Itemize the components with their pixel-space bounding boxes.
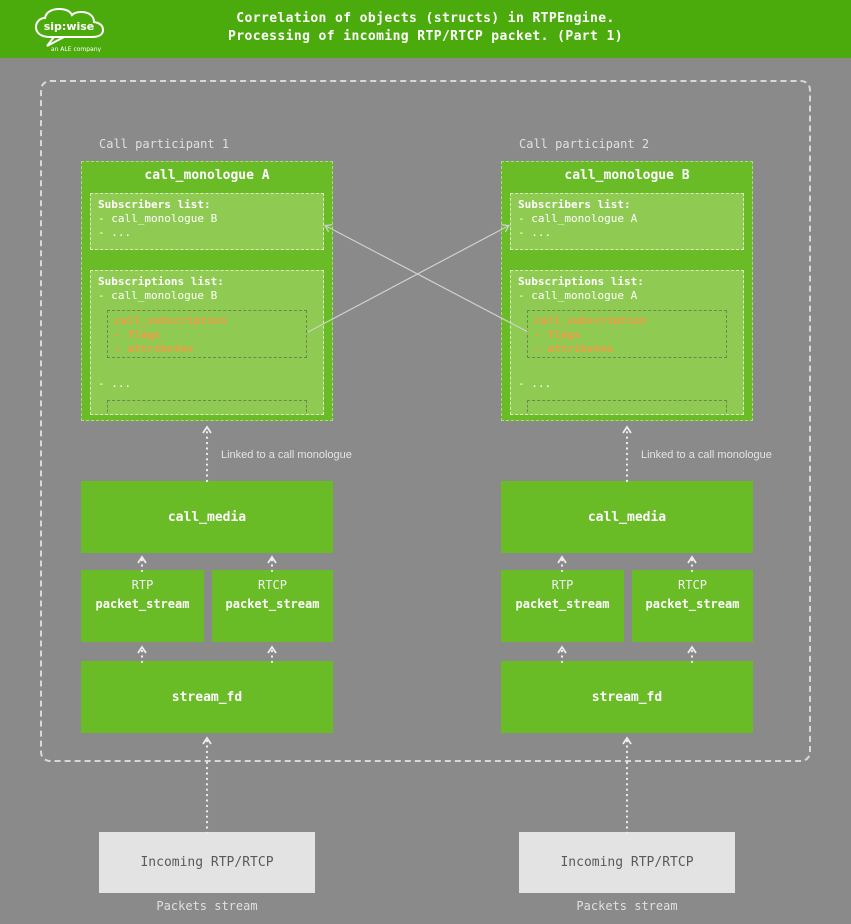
packet-stream-label: packet_stream <box>515 597 610 611</box>
call-subscription-flags: - flags <box>114 328 161 341</box>
linked-to-monologue-label: Linked to a call monologue <box>221 449 352 461</box>
call-media-label: call_media <box>167 509 247 525</box>
header-bar: sip:wise an ALE company Correlation of o… <box>0 0 851 58</box>
call-monologue-b-box: call_monologue B Subscribers list: - cal… <box>501 161 753 421</box>
subscribers-item-more: - ... <box>98 226 132 239</box>
call-subscription-title: call_subscription <box>534 314 647 327</box>
call-media-box: call_media <box>501 481 753 553</box>
subscribers-list-title: Subscribers list: <box>98 198 211 211</box>
call-monologue-a-title: call_monologue A <box>144 168 270 183</box>
call-subscription-flags: - flags <box>534 328 581 341</box>
incoming-rtp-rtcp-box: Incoming RTP/RTCP <box>519 832 735 893</box>
call-subscription-title: call_subscription <box>114 314 227 327</box>
subscriptions-item: - call_monologue A <box>518 289 638 302</box>
call-subscription-box: call_subscription - flags - attributes <box>527 310 727 358</box>
subscriptions-item: - call_monologue B <box>98 289 218 302</box>
subscribers-list-box: Subscribers list: - call_monologue B - .… <box>90 193 324 250</box>
incoming-rtp-rtcp-label: Incoming RTP/RTCP <box>140 855 274 870</box>
subscribers-list-title: Subscribers list: <box>518 198 631 211</box>
call-monologue-b-title: call_monologue B <box>564 168 690 183</box>
packet-stream-label: packet_stream <box>225 597 320 611</box>
stream-fd-label: stream_fd <box>591 689 663 705</box>
subscriptions-list-box: Subscriptions list: - call_monologue B c… <box>90 270 324 415</box>
incoming-rtp-rtcp-label: Incoming RTP/RTCP <box>560 855 694 870</box>
call-subscription-attributes: - attributes <box>534 342 614 355</box>
sipwise-logo-tagline: an ALE company <box>51 46 102 52</box>
page-title-line2: Processing of incoming RTP/RTCP packet. … <box>228 29 623 44</box>
rtp-label: RTP <box>551 578 574 592</box>
subscriptions-list-title: Subscriptions list: <box>98 275 224 288</box>
subscribers-item-more: - ... <box>518 226 552 239</box>
packets-stream-label: Packets stream <box>576 899 678 913</box>
call-media-label: call_media <box>587 509 667 525</box>
stream-fd-label: stream_fd <box>171 689 243 705</box>
call-subscription-partial-box <box>527 400 727 414</box>
participant-1-column: Call participant 1 call_monologue A Subs… <box>81 0 352 924</box>
call-media-box: call_media <box>81 481 333 553</box>
packets-stream-label: Packets stream <box>156 899 258 913</box>
incoming-rtp-rtcp-box: Incoming RTP/RTCP <box>99 832 315 893</box>
rtcp-label: RTCP <box>678 578 707 592</box>
subscribers-item: - call_monologue A <box>518 212 638 225</box>
rtp-label: RTP <box>131 578 154 592</box>
page-title-line1: Correlation of objects (structs) in RTPE… <box>236 11 615 26</box>
packet-stream-rtp-box: RTP packet_stream <box>501 570 624 642</box>
call-subscription-attributes: - attributes <box>114 342 194 355</box>
sipwise-logo: sip:wise an ALE company <box>34 7 105 52</box>
call-subscription-box: call_subscription - flags - attributes <box>107 310 307 358</box>
packet-stream-label: packet_stream <box>95 597 190 611</box>
linked-to-monologue-label: Linked to a call monologue <box>641 449 772 461</box>
subscriptions-item-more: - ... <box>518 377 552 390</box>
packet-stream-rtcp-box: RTCP packet_stream <box>632 570 753 642</box>
participant-2-label: Call participant 2 <box>519 137 650 151</box>
call-monologue-a-box: call_monologue A Subscribers list: - cal… <box>81 161 333 421</box>
sipwise-logo-text: sip:wise <box>44 20 95 33</box>
subscriptions-list-title: Subscriptions list: <box>518 275 644 288</box>
stream-fd-box: stream_fd <box>501 661 753 733</box>
subscriptions-list-box: Subscriptions list: - call_monologue A c… <box>510 270 744 415</box>
call-subscription-partial-box <box>107 400 307 414</box>
participant-2-column: Call participant 2 call_monologue B Subs… <box>501 0 772 924</box>
diagram-frame <box>40 80 811 762</box>
participant-1-label: Call participant 1 <box>99 137 230 151</box>
page-title: Correlation of objects (structs) in RTPE… <box>0 10 851 46</box>
subscribers-item: - call_monologue B <box>98 212 218 225</box>
stream-fd-box: stream_fd <box>81 661 333 733</box>
packet-stream-label: packet_stream <box>645 597 740 611</box>
subscribers-list-box: Subscribers list: - call_monologue A - .… <box>510 193 744 250</box>
packet-stream-rtcp-box: RTCP packet_stream <box>212 570 333 642</box>
rtcp-label: RTCP <box>258 578 287 592</box>
packet-stream-rtp-box: RTP packet_stream <box>81 570 204 642</box>
subscriptions-item-more: - ... <box>98 377 132 390</box>
